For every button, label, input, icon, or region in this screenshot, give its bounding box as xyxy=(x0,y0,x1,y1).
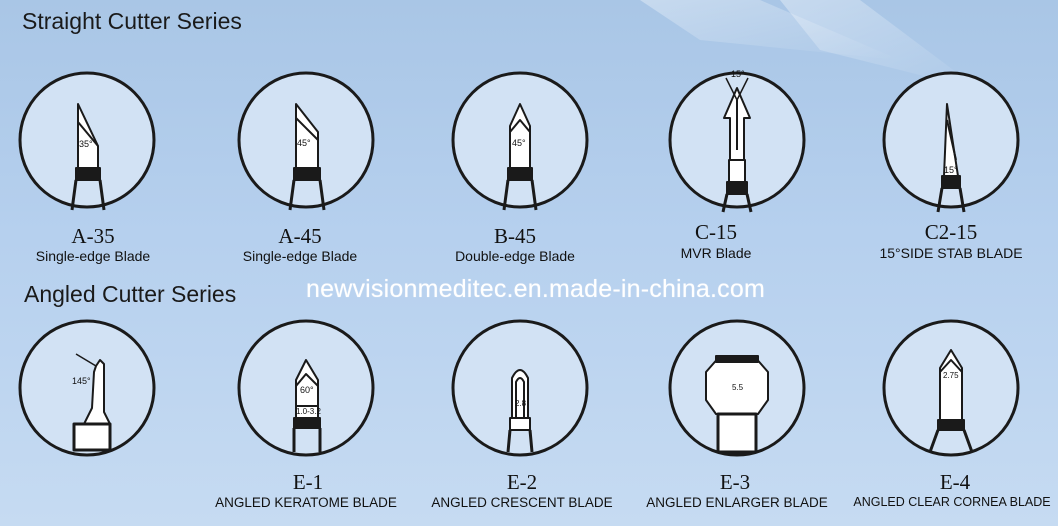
blade-b45-illustration xyxy=(502,103,538,211)
blade-a35-illustration xyxy=(70,103,106,211)
blade-code-c15: C-15 xyxy=(695,220,737,244)
blade-e3-illustration xyxy=(705,355,769,454)
blade-name-c2-15: 15°SIDE STAB BLADE xyxy=(879,245,1023,261)
blade-code-e1: E-1 xyxy=(292,470,324,494)
angle-label-e1: 60° xyxy=(300,385,314,395)
blade-e1-illustration xyxy=(292,359,322,452)
blade-code-c2-15: C2-15 xyxy=(924,220,978,244)
angle-label-c2-15: 15° xyxy=(944,165,958,175)
light-streak-decoration xyxy=(780,0,980,90)
blade-name-a35: Single-edge Blade xyxy=(35,248,151,264)
blade-code-b45: B-45 xyxy=(494,224,536,248)
dim-label-e3: 5.5 xyxy=(732,383,744,392)
angle-label-c15: 15° xyxy=(731,69,745,79)
blade-name-e4: ANGLED CLEAR CORNEA BLADE xyxy=(853,495,1051,509)
dim-label-e4: 2.75 xyxy=(943,371,959,380)
dim-label-e2: 2.8 xyxy=(515,399,527,408)
dim-label-e1: 1.0-3.2 xyxy=(296,407,321,416)
blade-code-e2: E-2 xyxy=(506,470,538,494)
blade-angled-145-illustration xyxy=(72,353,112,452)
blade-code-e4: E-4 xyxy=(939,470,971,494)
blade-e2-illustration xyxy=(506,369,534,453)
blade-circle-angled-145 xyxy=(18,319,156,457)
blade-c2-15-illustration xyxy=(936,103,966,213)
section-title-angled: Angled Cutter Series xyxy=(24,281,237,307)
blade-name-e1: ANGLED KERATOME BLADE xyxy=(215,495,397,510)
blade-code-a35: A-35 xyxy=(71,224,115,248)
blade-code-a45: A-45 xyxy=(278,224,322,248)
angle-label-b45: 45° xyxy=(512,138,526,148)
blade-name-c15: MVR Blade xyxy=(680,245,752,261)
angle-label-angled-145: 145° xyxy=(72,376,91,386)
angle-label-a45: 45° xyxy=(297,138,311,148)
blade-e4-illustration xyxy=(928,349,974,453)
angle-label-a35: 35° xyxy=(79,139,93,149)
blade-name-a45: Single-edge Blade xyxy=(242,248,358,264)
blade-a45-illustration xyxy=(288,103,326,211)
watermark-url: newvisionmeditec.en.made-in-china.com xyxy=(306,275,765,303)
section-title-straight: Straight Cutter Series xyxy=(22,8,242,34)
blade-name-e3: ANGLED ENLARGER BLADE xyxy=(646,495,828,510)
blade-name-e2: ANGLED CRESCENT BLADE xyxy=(431,495,613,510)
blade-name-b45: Double-edge Blade xyxy=(455,248,575,264)
blade-code-e3: E-3 xyxy=(719,470,751,494)
blade-c15-illustration xyxy=(721,77,753,213)
